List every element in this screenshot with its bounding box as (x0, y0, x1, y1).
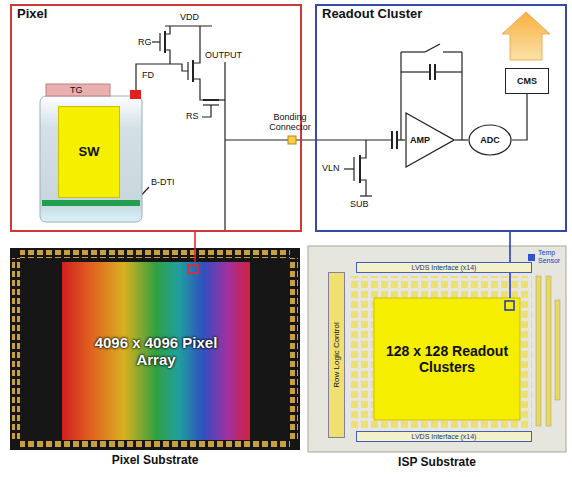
cluster-marker (505, 301, 514, 310)
part-label: RS (186, 111, 199, 121)
output-arrow (502, 12, 550, 60)
connector-line (194, 232, 196, 262)
node-label: LVDS Interface (x14) (412, 433, 477, 440)
isp-layout (308, 246, 566, 452)
node-label: Row Logic Control (333, 322, 341, 387)
node-label: ADC (480, 135, 500, 145)
node-label: SW (79, 145, 100, 160)
bonding-pad (288, 136, 296, 144)
panel-title: Readout Cluster (322, 7, 422, 22)
part-label: RG (138, 37, 152, 47)
readout-circuit (344, 44, 462, 196)
connector-line (455, 139, 468, 140)
cluster-area (374, 298, 520, 420)
part-label: OUTPUT (205, 50, 242, 60)
photodiode-body (40, 96, 142, 222)
part-label: VLN (322, 163, 340, 173)
panel-title: Pixel (17, 7, 47, 22)
lvds-interface: LVDS Interface (x14) (356, 262, 532, 273)
b-dti-layer (42, 200, 140, 206)
floating-diffusion (130, 90, 141, 99)
part-label: Bonding Connector (262, 112, 318, 133)
storage-well: SW (58, 106, 120, 198)
part-label: B-DTI (151, 177, 175, 187)
part-label: VDD (180, 12, 199, 22)
lvds-interface: LVDS Interface (x14) (356, 431, 532, 442)
pixel-circuit (136, 26, 392, 230)
node-label: 4096 x 4096 Pixel Array (91, 334, 221, 369)
node-label: LVDS Interface (x14) (412, 264, 477, 271)
part-label: Temp Sensor (538, 249, 568, 265)
amplifier-symbol: AMP (405, 112, 455, 168)
substrate-caption: Pixel Substrate (10, 454, 300, 468)
part-label: TG (70, 85, 83, 95)
part-label: SUB (350, 199, 369, 209)
pixel-array-area (62, 262, 250, 440)
transfer-gate (46, 84, 110, 96)
readout-cluster-array: 128 x 128 Readout Clusters (374, 298, 520, 420)
node-label: AMP (410, 135, 430, 145)
row-logic-block: Row Logic Control (328, 272, 345, 438)
connector-line (512, 94, 527, 140)
node-label: 128 x 128 Readout Clusters (379, 343, 515, 375)
readout-panel: Readout ClusterAMP ADC CMS (315, 4, 567, 232)
adc-block: ADC (468, 124, 512, 156)
node-label: CMS (517, 76, 537, 86)
substrate-caption: ISP Substrate (308, 456, 566, 470)
pixel-array: 4096 x 4096 Pixel Array (62, 262, 250, 440)
pixel-marker (188, 265, 198, 273)
die-photo (10, 248, 300, 450)
temp-sensor (528, 254, 535, 261)
pixel-panel: PixelSW (10, 4, 302, 232)
pixel-substrate: Pixel Substrate4096 x 4096 Pixel Array (10, 248, 300, 450)
isp-substrate: ISP SubstrateLVDS Interface (x14)Row Log… (308, 246, 566, 452)
cms-block: CMS (505, 68, 549, 94)
part-label: FD (142, 70, 154, 80)
